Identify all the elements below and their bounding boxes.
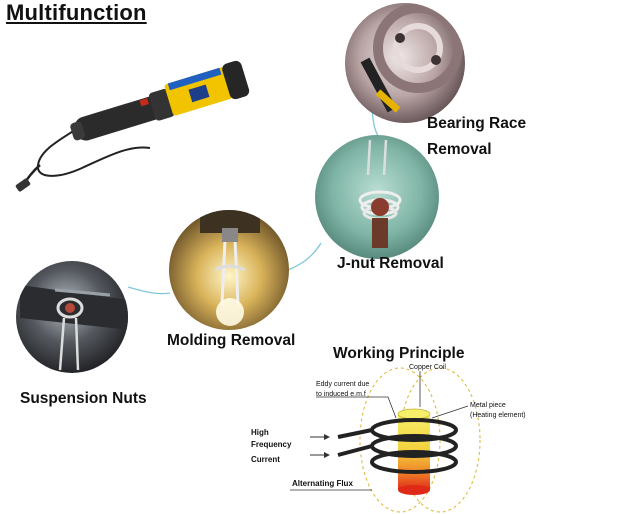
label-j-nut-removal: J-nut Removal	[337, 255, 444, 272]
molding-removal-image	[169, 210, 289, 330]
label-copper-coil: Copper Coil	[409, 364, 446, 371]
page-title: Multifunction	[6, 0, 147, 25]
bearing-race-image	[345, 3, 465, 123]
working-principle-heading: Working Principle	[333, 345, 465, 362]
label-frequency: Frequency	[251, 440, 292, 449]
label-suspension-nuts: Suspension Nuts	[20, 390, 147, 407]
label-metal-piece-2: (Heating element)	[470, 412, 526, 419]
label-current: Current	[251, 455, 280, 464]
label-alternating-flux: Alternating Flux	[292, 479, 353, 488]
label-bearing-race-removal: Removal	[427, 141, 492, 158]
label-eddy-current-2: to induced e.m.f	[316, 391, 366, 398]
label-high: High	[251, 428, 269, 437]
j-nut-image	[315, 135, 439, 259]
label-eddy-current-1: Eddy current due	[316, 381, 370, 388]
label-bearing-race: Bearing Race	[427, 115, 527, 132]
label-molding-removal: Molding Removal	[167, 332, 296, 349]
label-metal-piece-1: Metal piece	[470, 402, 506, 409]
working-principle-diagram	[290, 367, 481, 513]
induction-tool-image	[15, 60, 250, 192]
suspension-nuts-image	[16, 261, 128, 373]
